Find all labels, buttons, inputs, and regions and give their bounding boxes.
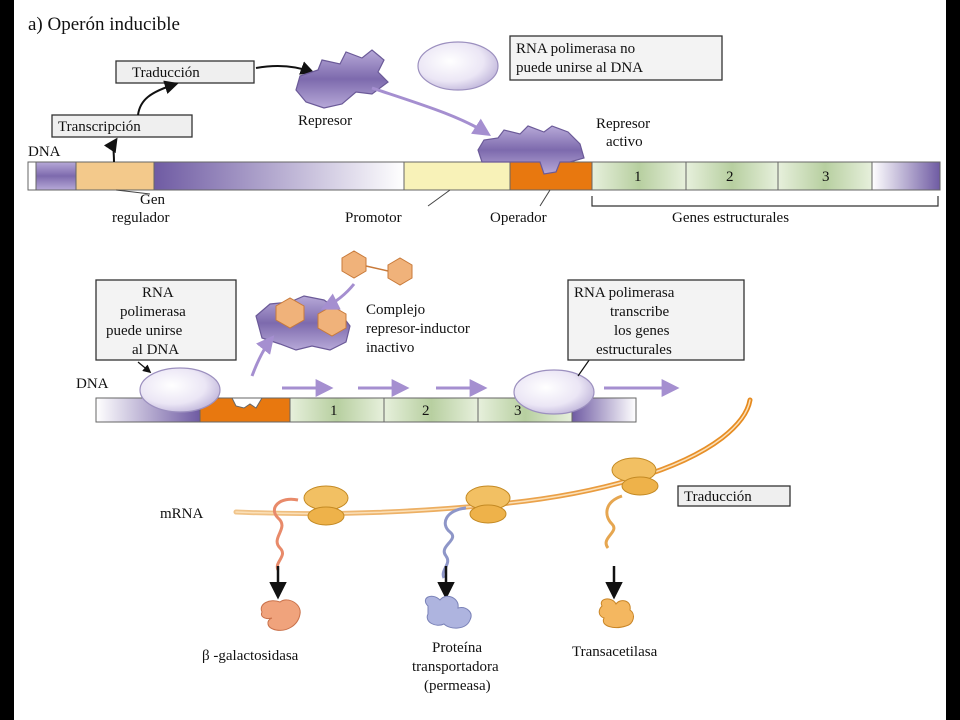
traduccion-label-top: Traducción — [132, 65, 200, 81]
transcripcion-box — [51, 114, 193, 138]
traduccion-box-bottom — [677, 485, 791, 507]
rna-pol-puede-line2: polimerasa — [120, 304, 186, 320]
gen-regulador-label-2: regulador — [112, 210, 169, 226]
top-dna-strand — [27, 161, 941, 191]
genes-estructurales-label: Genes estructurales — [672, 210, 789, 226]
rna-pol-no-line1: RNA polimerasa no — [516, 41, 635, 57]
top-gene-3-label: 3 — [822, 169, 830, 185]
represor-label: Represor — [298, 113, 352, 129]
bottom-gene-3-label: 3 — [514, 403, 522, 419]
top-gene-2-label: 2 — [726, 169, 734, 185]
promotor-label: Promotor — [345, 210, 402, 226]
rna-pol-transcribe-line4: estructurales — [596, 342, 672, 358]
rna-pol-pointer-arrow — [137, 361, 152, 374]
ribosome-1 — [303, 485, 349, 526]
inductor-binding-arrow — [320, 283, 356, 310]
product-2-line3: (permeasa) — [424, 678, 491, 694]
rna-pol-puede-box — [95, 279, 237, 361]
polypeptide-1 — [272, 497, 299, 571]
genes-estructurales-bracket — [591, 196, 939, 207]
rna-pol-puede-line1: RNA — [142, 285, 174, 301]
represor-protein — [295, 49, 389, 109]
ribosome-2 — [465, 485, 511, 524]
inductor-molecule-free-2 — [387, 257, 413, 286]
complejo-line1: Complejo — [366, 302, 425, 318]
inductor-molecule-free-1 — [341, 250, 367, 279]
gene-2-segment-2 — [383, 397, 479, 423]
operador-label: Operador — [490, 210, 547, 226]
gene-1-segment-2 — [289, 397, 385, 423]
rna-pol-transcribe-line1: RNA polimerasa — [574, 285, 675, 301]
gene-3-segment — [777, 161, 873, 191]
complejo-line2: represor-inductor — [366, 321, 470, 337]
bottom-gene-2-label: 2 — [422, 403, 430, 419]
traduccion-arrow-top — [137, 80, 179, 116]
traduccion-label-bottom: Traducción — [684, 489, 752, 505]
rna-polimerasa-unbound — [417, 41, 499, 91]
bottom-dna-label: DNA — [76, 376, 109, 392]
inductor-molecule-bound-1 — [275, 297, 305, 329]
represor-activo-protein — [477, 125, 585, 175]
ribosome-3 — [611, 457, 659, 496]
top-dna-label: DNA — [28, 144, 61, 160]
gen-regulador-label-1: Gen — [140, 192, 165, 208]
complejo-line3: inactivo — [366, 340, 414, 356]
rna-pol-transcribe-line3: los genes — [614, 323, 670, 339]
proteina-transportadora-protein — [424, 595, 472, 629]
product-3-label: Transacetilasa — [572, 644, 658, 660]
rna-pol-no-line2: puede unirse al DNA — [516, 60, 643, 76]
bottom-gene-1-label: 1 — [330, 403, 338, 419]
top-gene-1-label: 1 — [634, 169, 642, 185]
beta-galactosidasa-protein — [260, 599, 301, 631]
rna-polimerasa-bound — [139, 367, 221, 413]
represor-binding-arrow — [371, 86, 492, 136]
polypeptide-3 — [604, 494, 623, 549]
traduccion-box-top — [115, 60, 255, 84]
mrna-label: mRNA — [160, 506, 204, 522]
rna-polimerasa-transcribing — [513, 369, 595, 415]
promotor-segment — [403, 161, 511, 191]
represor-activo-line1: Represor — [596, 116, 650, 132]
rna-pol-puede-line4: al DNA — [132, 342, 179, 358]
rna-pol-puede-line3: puede unirse — [106, 323, 183, 339]
transacetilasa-protein — [598, 598, 634, 629]
product-2-line2: transportadora — [412, 659, 499, 675]
rna-pol-transcribe-line2: transcribe — [610, 304, 669, 320]
product-2-line1: Proteína — [432, 640, 482, 656]
gene-1-segment — [591, 161, 687, 191]
represor-activo-line2: activo — [606, 134, 643, 150]
diagram-title: a) Operón inducible — [28, 14, 180, 35]
gen-regulador-segment — [75, 161, 155, 191]
represor-release-arrow — [250, 335, 275, 377]
product-1-label: β -galactosidasa — [202, 648, 299, 664]
represor-arrow — [255, 61, 315, 75]
transcripcion-label: Transcripción — [58, 119, 141, 135]
rna-pol-transcribe-box — [567, 279, 745, 361]
transcripcion-arrow — [103, 137, 118, 163]
gene-2-segment — [685, 161, 779, 191]
rna-pol-no-box — [509, 35, 723, 81]
